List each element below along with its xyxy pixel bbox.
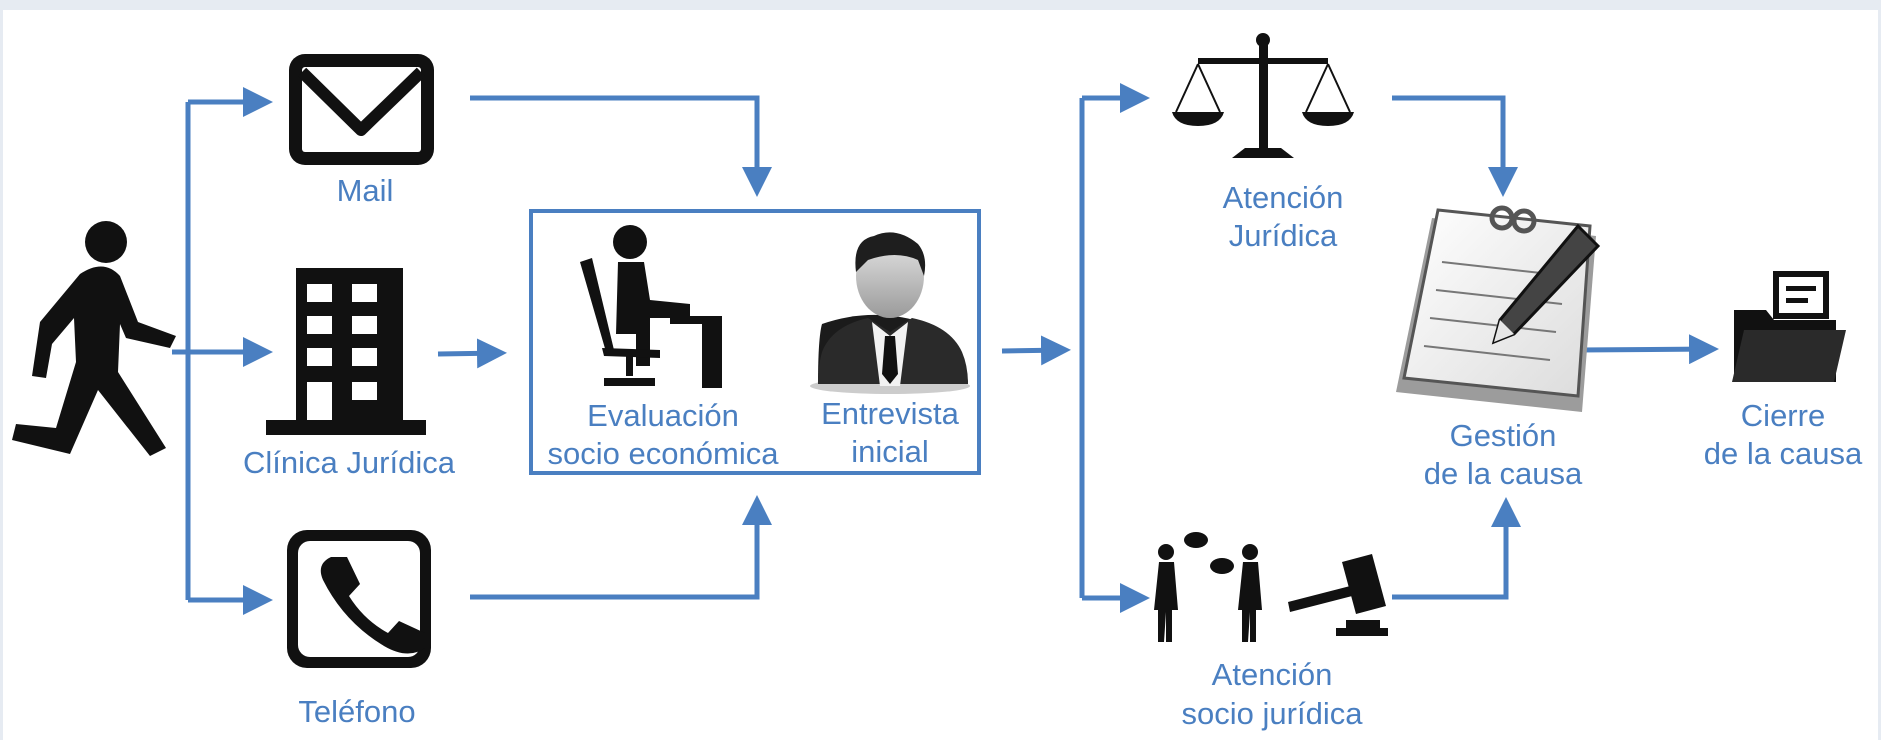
envelope-icon — [289, 54, 434, 165]
phone-label: Teléfono — [298, 694, 415, 729]
evaluation-label-line2: socio económica — [548, 436, 780, 471]
connector-socio-to-management — [1392, 497, 1521, 600]
connector-phone-to-intake — [470, 495, 772, 600]
connector-legal-to-management — [1392, 95, 1518, 197]
scales-of-justice-icon — [1172, 33, 1354, 158]
interview-label-line2: inicial — [851, 434, 929, 469]
connector-management-to-closure — [1577, 334, 1719, 365]
case-closure-label-line2: de la causa — [1704, 436, 1863, 471]
legal-attention-label-line2: Jurídica — [1229, 218, 1338, 253]
intake-box — [529, 209, 981, 475]
connector-mail-to-intake — [470, 95, 772, 197]
socio-legal-label-line1: Atención — [1212, 657, 1333, 692]
interview-label-line1: Entrevista — [821, 396, 960, 431]
people-talking-gavel-icon — [1154, 532, 1388, 642]
clinic-label: Clínica Jurídica — [243, 445, 456, 480]
walking-person-icon — [12, 221, 176, 456]
person-at-desk-icon — [580, 225, 722, 388]
connector-clinic-to-intake — [437, 338, 507, 369]
case-management-label-line2: de la causa — [1424, 456, 1583, 491]
businessman-avatar-icon — [810, 232, 970, 394]
mail-label: Mail — [337, 173, 394, 208]
phone-icon — [287, 530, 431, 668]
connectors — [172, 83, 1719, 615]
folder-icon — [1732, 271, 1846, 382]
case-closure-label-line1: Cierre — [1741, 398, 1825, 433]
evaluation-label-line1: Evaluación — [587, 398, 739, 433]
connector-intake-out — [1001, 335, 1071, 366]
notepad-pen-icon — [1396, 205, 1601, 412]
building-icon — [266, 268, 426, 435]
case-management-label-line1: Gestión — [1450, 418, 1557, 453]
legal-attention-label-line1: Atención — [1223, 180, 1344, 215]
socio-legal-label-line2: socio jurídica — [1182, 696, 1364, 731]
